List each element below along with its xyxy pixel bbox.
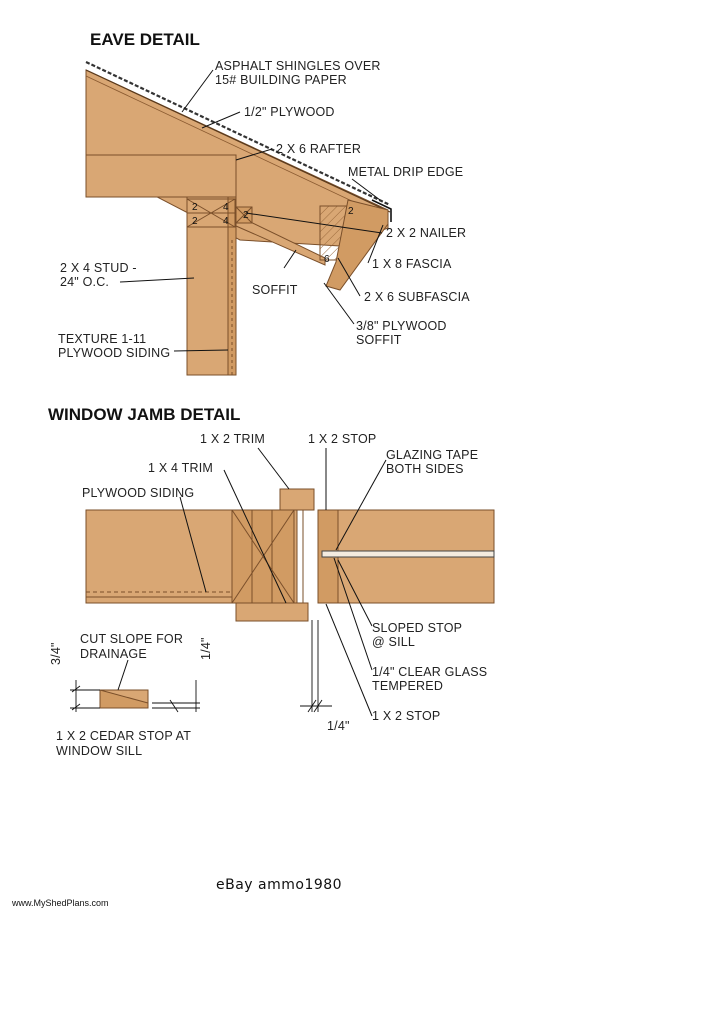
eave-title: EAVE DETAIL (90, 30, 200, 49)
label-rafter: 2 X 6 RAFTER (276, 142, 361, 156)
label-cut-slope-1: CUT SLOPE FOR (80, 632, 183, 646)
jamb-glass (321, 550, 495, 558)
label-stop-1x2-bottom: 1 X 2 STOP (372, 709, 440, 723)
label-siding-2: PLYWOOD SIDING (58, 346, 170, 360)
label-trim-1x2: 1 X 2 TRIM (200, 432, 265, 446)
mark-4: 4 (223, 216, 229, 227)
jamb-gap (296, 509, 304, 604)
label-soffit: SOFFIT (252, 283, 298, 297)
footer-seller: eBay ammo1980 (216, 877, 343, 893)
label-glazing-2: BOTH SIDES (386, 462, 464, 476)
eave-detail: EAVE DETAIL (58, 30, 470, 376)
label-dim-1-4-bottom: 1/4" (327, 719, 350, 733)
jamb-title: WINDOW JAMB DETAIL (48, 405, 240, 424)
label-cedar-stop-2: WINDOW SILL (56, 744, 142, 758)
jamb-dimensions (70, 620, 332, 713)
eave-shingles (85, 61, 391, 206)
mark-1: 2 (192, 202, 198, 213)
jamb-detail: WINDOW JAMB DETAIL (48, 405, 495, 758)
label-shingles-1: ASPHALT SHINGLES OVER (215, 59, 381, 73)
label-subfascia: 2 X 6 SUBFASCIA (364, 290, 470, 304)
label-glass-2: TEMPERED (372, 679, 443, 693)
mark-6: 2 (348, 206, 354, 217)
mark-3: 2 (192, 216, 198, 227)
mark-5: 2 (243, 210, 249, 221)
label-sloped-stop-2: @ SILL (372, 635, 415, 649)
label-stop-1x2-top: 1 X 2 STOP (308, 432, 376, 446)
label-soffit-plywood-2: SOFFIT (356, 333, 402, 347)
label-stud-1: 2 X 4 STUD - (60, 261, 137, 275)
cedar-stop-slope (99, 689, 149, 709)
label-plywood: 1/2" PLYWOOD (244, 105, 335, 119)
label-dim-1-4: 1/4" (199, 637, 213, 660)
jamb-leaders (117, 447, 387, 717)
label-siding-1: TEXTURE 1-11 (58, 332, 146, 346)
eave-leaders (119, 69, 384, 352)
mark-7: 6 (324, 254, 330, 265)
label-cedar-stop-1: 1 X 2 CEDAR STOP AT (56, 729, 191, 743)
label-plywood-siding: PLYWOOD SIDING (82, 486, 194, 500)
label-trim-1x4: 1 X 4 TRIM (148, 461, 213, 475)
label-cut-slope-2: DRAINAGE (80, 647, 147, 661)
jamb-trim-1x2 (279, 488, 315, 511)
footer-site: www.MyShedPlans.com (12, 898, 109, 908)
eave-plywood-line (85, 69, 391, 213)
jamb-trim-1x4 (235, 602, 309, 622)
eave-top-plate (85, 154, 237, 198)
label-stud-2: 24" O.C. (60, 275, 109, 289)
eave-drip-edge (371, 199, 392, 222)
eave-fascia (325, 199, 389, 291)
label-glazing-1: GLAZING TAPE (386, 448, 478, 462)
label-nailer: 2 X 2 NAILER (386, 226, 466, 240)
label-drip-edge: METAL DRIP EDGE (348, 165, 463, 179)
label-shingles-2: 15# BUILDING PAPER (215, 73, 347, 87)
label-soffit-plywood-1: 3/8" PLYWOOD (356, 319, 447, 333)
label-sloped-stop-1: SLOPED STOP (372, 621, 462, 635)
label-glass-1: 1/4" CLEAR GLASS (372, 665, 487, 679)
mark-2: 4 (223, 202, 229, 213)
eave-top-plates (186, 198, 236, 228)
label-dim-3-4: 3/4" (49, 642, 63, 665)
label-fascia: 1 X 8 FASCIA (372, 257, 452, 271)
